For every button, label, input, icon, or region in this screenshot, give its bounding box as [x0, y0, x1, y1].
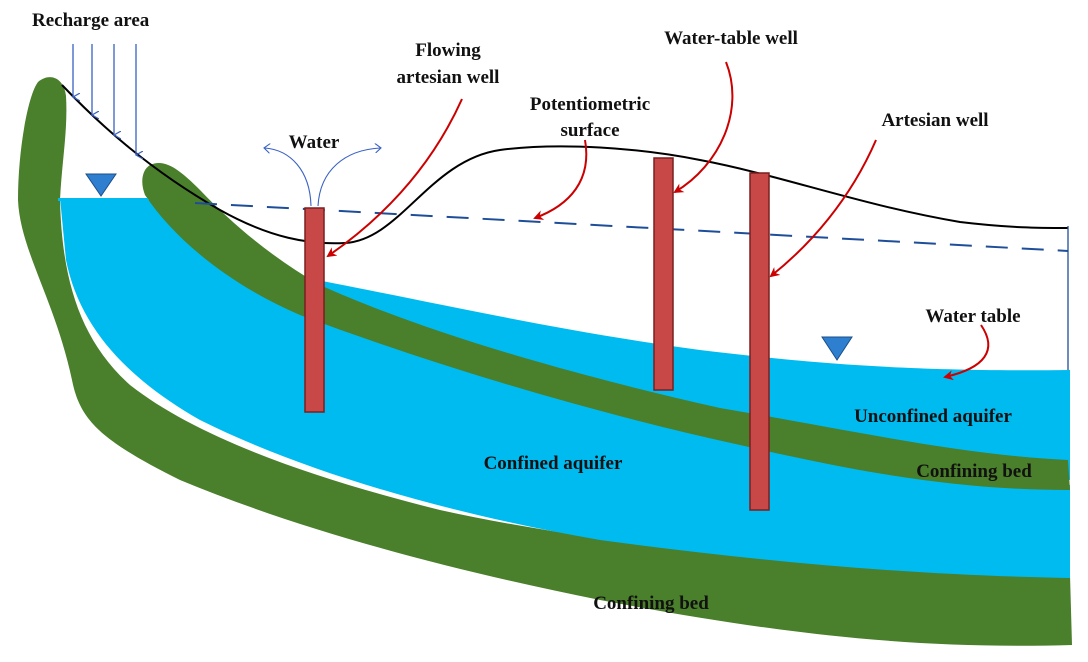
pointer-artesian-well	[769, 139, 877, 278]
label-unconfined-aquifer: Unconfined aquifer	[854, 406, 1012, 427]
lower-confining-bed	[18, 77, 1072, 646]
label-water-table-well: Water-table well	[664, 28, 798, 49]
pointer-flowing-artesian-well	[326, 98, 463, 258]
water-flow-arrow-left	[265, 148, 312, 207]
label-water: Water	[289, 132, 340, 153]
upper-confining-bed	[142, 162, 1070, 491]
label-confining-bed-upper: Confining bed	[916, 461, 1032, 482]
unconfined-aquifer-region	[290, 275, 1070, 480]
recharge-water-surface	[58, 198, 148, 201]
label-confined-aquifer: Confined aquifer	[484, 453, 623, 474]
artesian-well	[749, 172, 770, 511]
label-confining-bed-lower: Confining bed	[593, 593, 709, 614]
label-potentiometric-line1: Potentiometric	[530, 94, 650, 115]
label-water-table: Water table	[925, 306, 1020, 327]
label-potentiometric-line2: surface	[560, 120, 619, 141]
label-flowing-line2: artesian well	[397, 67, 500, 88]
pointer-water-table	[943, 324, 990, 381]
pointer-water-table-well	[673, 61, 734, 194]
pointer-potentiometric-surface	[533, 139, 588, 220]
label-flowing-line1: Flowing	[415, 40, 481, 61]
land-surface-line	[61, 84, 1069, 245]
label-artesian-well: Artesian well	[881, 110, 988, 131]
potentiometric-surface-line	[194, 202, 1069, 252]
water-table-well	[653, 157, 674, 391]
water-flow-arrow-right	[317, 148, 380, 207]
label-recharge-area: Recharge area	[32, 10, 150, 31]
water-table-marker-icon	[821, 336, 853, 361]
water-table-marker-icon	[85, 173, 117, 197]
flowing-artesian-well	[304, 207, 325, 413]
confined-aquifer-region	[60, 198, 1070, 578]
